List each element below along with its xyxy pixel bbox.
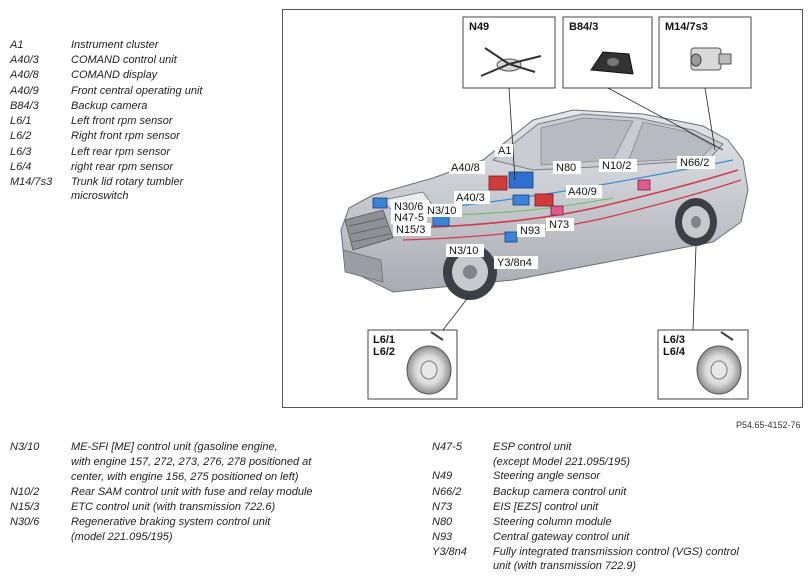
callout-a1: A1 xyxy=(498,145,511,157)
legend-desc: Left front rpm sensor xyxy=(71,115,173,127)
legend-desc: Trunk lid rotary tumbler xyxy=(71,176,184,188)
callout-n73: N73 xyxy=(549,219,569,231)
legend-code: Y3/8n4 xyxy=(432,546,467,558)
legend-code: N15/3 xyxy=(10,501,40,513)
callout-a40-3: A40/3 xyxy=(456,192,485,204)
legend-desc: (model 221.095/195) xyxy=(71,531,173,543)
legend-code: N10/2 xyxy=(10,486,40,498)
legend-code: N3/10 xyxy=(10,441,40,453)
legend-desc: center, with engine 156, 275 positioned … xyxy=(71,471,299,483)
inset-n49-title: N49 xyxy=(469,21,489,33)
legend-desc: right rear rpm sensor xyxy=(71,161,174,173)
legend-code: A40/8 xyxy=(10,69,39,81)
legend-code: L6/3 xyxy=(10,146,32,158)
callout-n3-10-bottom: N3/10 xyxy=(449,245,478,257)
legend-desc: Steering angle sensor xyxy=(493,470,601,482)
legend-code: L6/4 xyxy=(10,161,32,173)
legend-code: M14/7s3 xyxy=(10,176,53,188)
legend-code: A1 xyxy=(10,39,24,51)
callout-a40-9: A40/9 xyxy=(568,186,597,198)
legend-code: A40/9 xyxy=(10,85,39,97)
callout-n30-6: N30/6 xyxy=(394,201,423,213)
legend-desc: COMAND control unit xyxy=(71,54,177,66)
legend-code: N80 xyxy=(432,516,453,528)
callout-n15-3: N15/3 xyxy=(396,224,425,236)
legend-desc: ETC control unit (with transmission 722.… xyxy=(71,501,276,513)
callout-y3-8n4: Y3/8n4 xyxy=(497,257,532,269)
legend-code: L6/1 xyxy=(10,115,32,127)
legend-code: N73 xyxy=(432,501,453,513)
legend-code: A40/3 xyxy=(10,54,39,66)
legend-code: N66/2 xyxy=(432,486,462,498)
legend-desc: Central gateway control unit xyxy=(493,531,630,543)
legend-desc: Front central operating unit xyxy=(71,85,203,97)
legend-code: B84/3 xyxy=(10,100,39,112)
legend-code: N30/6 xyxy=(10,516,40,528)
callout-n47-5: N47-5 xyxy=(394,212,424,224)
legend-desc: Fully integrated transmission control (V… xyxy=(493,546,739,558)
inset-rear-title-2: L6/4 xyxy=(663,346,686,358)
legend-desc: microswitch xyxy=(71,190,129,202)
legend-desc: (except Model 221.095/195) xyxy=(493,456,630,468)
inset-rear-title-1: L6/3 xyxy=(663,334,685,346)
car-illustration xyxy=(340,109,749,300)
callout-n80: N80 xyxy=(556,162,576,174)
vehicle-diagram: N49 B84/3 M14/7s3 L6/1 L6/2 L6/3 L6/4 xyxy=(282,9,803,408)
legend-desc: ESP control unit xyxy=(493,441,572,453)
inset-b84: B84/3 xyxy=(562,16,653,89)
legend-desc: Right front rpm sensor xyxy=(71,130,180,142)
legend-desc: Backup camera control unit xyxy=(493,486,627,498)
legend-code: N47-5 xyxy=(432,441,462,453)
legend-desc: Left rear rpm sensor xyxy=(71,146,171,158)
legend-code: N49 xyxy=(432,470,453,482)
legend-desc: Regenerative braking system control unit xyxy=(71,516,271,528)
inset-n49: N49 xyxy=(462,16,556,89)
vehicle-diagram-svg: N49 B84/3 M14/7s3 L6/1 L6/2 L6/3 L6/4 xyxy=(340,16,752,400)
inset-front-rpm: L6/1 L6/2 xyxy=(367,329,458,400)
legend-code: N93 xyxy=(432,531,453,543)
inset-front-title-2: L6/2 xyxy=(373,346,395,358)
legend-desc: ME-SFI [ME] control unit (gasoline engin… xyxy=(71,441,278,453)
inset-m14: M14/7s3 xyxy=(658,16,752,89)
callout-n10-2: N10/2 xyxy=(602,160,631,172)
callout-n66-2: N66/2 xyxy=(680,157,709,169)
legend-desc: EIS [EZS] control unit xyxy=(493,501,599,513)
legend-desc: Instrument cluster xyxy=(71,39,159,51)
legend-desc: Rear SAM control unit with fuse and rela… xyxy=(71,486,313,498)
callout-n93: N93 xyxy=(520,225,540,237)
legend-desc: Backup camera xyxy=(71,100,148,112)
callout-a40-8: A40/8 xyxy=(451,162,480,174)
inset-rear-rpm: L6/3 L6/4 xyxy=(657,329,749,400)
callouts: A1 A40/8 N80 N10/2 N66/2 A40/9 A40/3 N30… xyxy=(391,144,715,269)
legend-desc: with engine 157, 272, 273, 276, 278 posi… xyxy=(71,456,312,468)
inset-m14-title: M14/7s3 xyxy=(665,21,708,33)
legend-desc: unit (with transmission 722.9) xyxy=(493,560,637,572)
figure-reference: P54.65-4152-76 xyxy=(736,420,801,430)
legend-code: L6/2 xyxy=(10,130,32,142)
inset-front-title-1: L6/1 xyxy=(373,334,395,346)
leader-lines xyxy=(442,87,724,331)
legend-desc: COMAND display xyxy=(71,69,158,81)
legend-desc: Steering column module xyxy=(493,516,612,528)
inset-b84-title: B84/3 xyxy=(569,21,598,33)
callout-n3-10-top: N3/10 xyxy=(427,205,456,217)
